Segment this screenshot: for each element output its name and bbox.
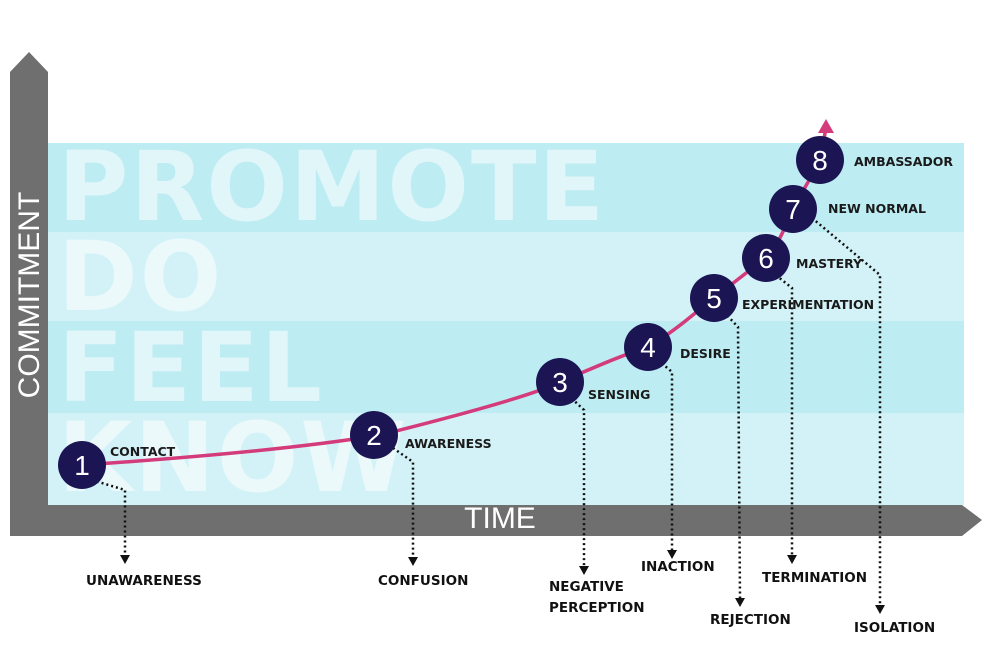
stage-node-number: 6 [758, 243, 774, 274]
outcome-unawareness: UNAWARENESS [86, 573, 202, 589]
connector-isolation [811, 217, 882, 605]
stage-node-number: 7 [785, 194, 801, 225]
band-word-feel: FEEL [58, 312, 324, 424]
y-axis-arrow [10, 52, 48, 505]
stage-label-awareness: AWARENESS [405, 436, 492, 451]
connector-unawareness [91, 478, 127, 555]
stage-node-circle [58, 441, 106, 489]
stage-label-mastery: MASTERY [796, 256, 863, 271]
connector-arrowhead-isolation [875, 605, 885, 614]
stage-node-number: 2 [366, 420, 382, 451]
x-axis-label: TIME [464, 502, 536, 535]
stage-label-desire: DESIRE [680, 346, 731, 361]
stage-label-ambassador: AMBASSADOR [854, 154, 954, 169]
stage-node-8: 8 [796, 136, 844, 184]
connector-arrowhead-confusion [408, 557, 418, 566]
band-word-promote: PROMOTE [58, 131, 607, 243]
stage-node-circle [350, 411, 398, 459]
connector-arrowhead-inaction [667, 550, 677, 559]
band-know [48, 413, 964, 505]
outcome-isolation: ISOLATION [854, 620, 936, 636]
connector-arrowhead-negative-perception [579, 566, 589, 575]
connector-rejection [723, 311, 742, 599]
stage-node-circle [690, 274, 738, 322]
outcome-confusion: CONFUSION [378, 573, 469, 589]
stage-node-number: 1 [74, 450, 90, 481]
stage-node-7: 7 [769, 185, 817, 233]
connector-arrowhead-unawareness [120, 555, 130, 564]
stage-label-new-normal: NEW NORMAL [828, 201, 926, 216]
connector-arrowhead-termination [787, 555, 797, 564]
stage-label-contact: CONTACT [110, 444, 176, 459]
stage-node-number: 8 [812, 145, 828, 176]
band-do [48, 232, 964, 321]
stage-node-circle [769, 185, 817, 233]
connector-arrowhead-rejection [735, 598, 745, 607]
stage-node-circle [796, 136, 844, 184]
stage-label-sensing: SENSING [588, 387, 651, 402]
outcome-termination: TERMINATION [762, 570, 867, 586]
curve-arrowhead [818, 119, 834, 133]
stage-node-number: 4 [640, 332, 656, 363]
stage-node-circle [742, 234, 790, 282]
stage-node-2: 2 [350, 411, 398, 459]
stage-node-3: 3 [536, 358, 584, 406]
stage-node-number: 5 [706, 283, 722, 314]
connector-confusion [392, 446, 415, 557]
outcome-inaction: INACTION [641, 559, 715, 575]
band-feel [48, 321, 964, 413]
connector-termination [771, 271, 794, 555]
stage-node-4: 4 [624, 323, 672, 371]
stage-node-5: 5 [690, 274, 738, 322]
stage-node-circle [536, 358, 584, 406]
stage-node-1: 1 [58, 441, 106, 489]
stage-node-number: 3 [552, 367, 568, 398]
band-word-know: KNOW [58, 413, 409, 505]
stage-node-circle [624, 323, 672, 371]
band-word-do: DO [58, 221, 224, 333]
connector-negative-perception [567, 394, 586, 566]
outcome-negative-perception: NEGATIVE PERCEPTION [549, 579, 645, 616]
y-axis-label: COMMITMENT [13, 191, 46, 399]
stage-node-6: 6 [742, 234, 790, 282]
stage-label-experimentation: EXPERIMENTATION [742, 297, 875, 312]
outcome-rejection: REJECTION [710, 612, 791, 628]
